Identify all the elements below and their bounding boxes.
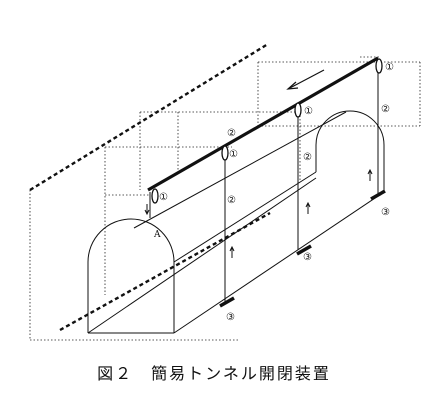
figure-caption: 図２ 簡易トンネル開閉装置: [97, 364, 331, 383]
label-anchor-3: ③: [381, 207, 390, 218]
pulley-3-icon: [294, 102, 302, 118]
label-rope-2: ②: [227, 195, 236, 206]
label-pulley-4: ①: [385, 62, 394, 73]
anchors: [219, 189, 386, 308]
label-rope-1: ②: [227, 128, 236, 139]
label-rope-4: ②: [381, 104, 390, 115]
pulley-4-icon: [375, 58, 383, 74]
pulley-2-icon: [221, 145, 229, 161]
pulleys: [151, 58, 383, 204]
label-rope-3: ②: [303, 152, 312, 163]
tension-arrows: [144, 168, 373, 258]
ridge-rope: [147, 56, 379, 192]
label-anchor-1: ③: [226, 312, 235, 323]
label-pulley-3: ①: [304, 106, 313, 117]
anchor-1-icon: [219, 296, 235, 308]
frame-dashed-lines: [29, 42, 271, 332]
label-anchor-2: ③: [303, 252, 312, 263]
label-pulley-1: ①: [159, 192, 168, 203]
pulley-1-icon: [151, 188, 159, 204]
labels: ① ① ① ① ② ② ② ② ③ ③ ③ A: [153, 62, 394, 323]
pull-ropes: [149, 60, 379, 302]
label-pulley-2: ①: [229, 149, 238, 160]
direction-arrow-icon: [286, 69, 325, 90]
guide-lines: [29, 56, 421, 341]
label-point-a: A: [153, 230, 161, 240]
anchor-3-icon: [370, 189, 386, 201]
anchor-2-icon: [296, 244, 312, 256]
tunnel-body: [87, 110, 385, 334]
